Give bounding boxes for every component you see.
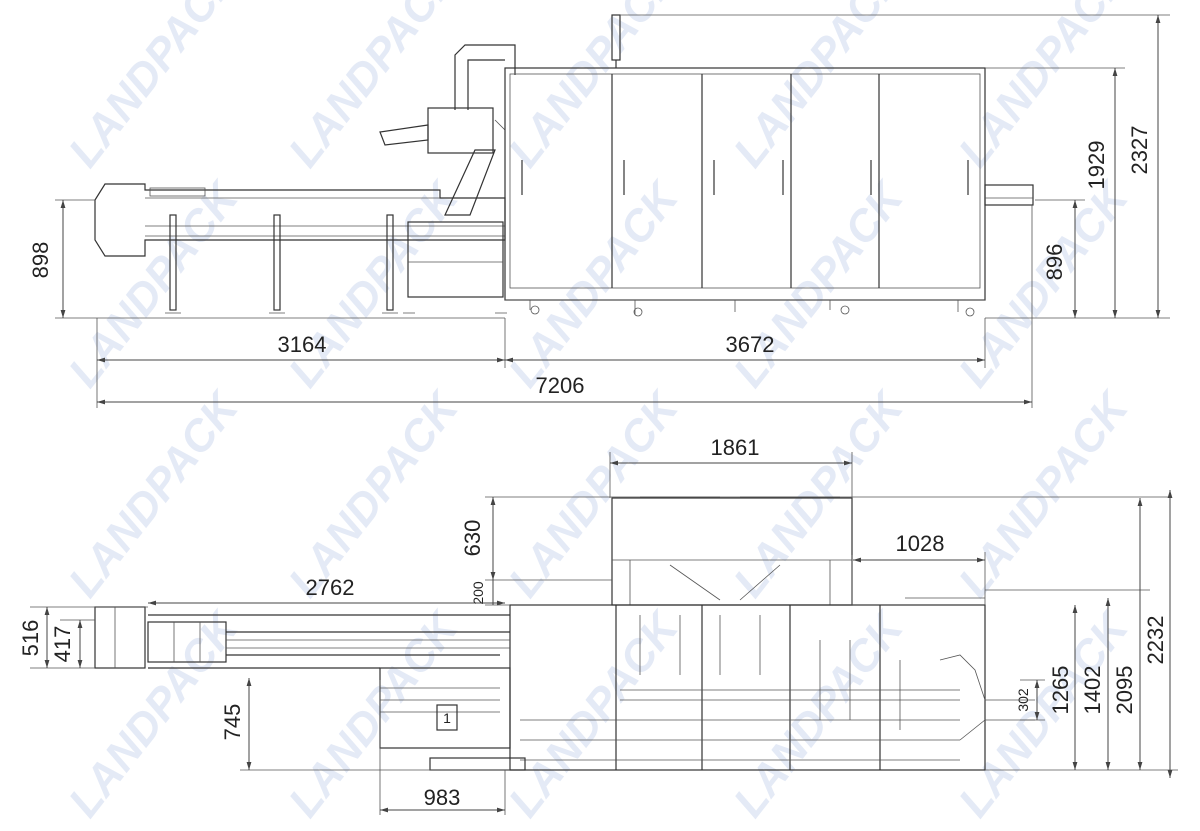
dimension-516: 516	[18, 607, 50, 668]
watermark: LANDPACK	[724, 381, 915, 606]
dimension-3672: 3672	[505, 332, 985, 363]
watermark: LANDPACK	[724, 0, 915, 176]
dimension-1929: 1929	[1084, 68, 1118, 318]
dimension-7206: 7206	[97, 373, 1032, 405]
dimension-label: 3164	[278, 332, 327, 357]
watermark: LANDPACK	[724, 601, 915, 826]
dimension-label: 417	[50, 626, 75, 663]
dimension-label: 200	[470, 581, 486, 605]
watermark: LANDPACK	[59, 0, 250, 176]
watermark: LANDPACK	[59, 171, 250, 396]
dimension-302: 302	[1015, 680, 1040, 720]
dimension-1028: 1028	[853, 531, 985, 563]
outfeed-conveyor	[984, 184, 1034, 206]
watermark: LANDPACK	[279, 381, 470, 606]
dimension-label: 302	[1015, 688, 1031, 712]
dimension-label: 3672	[726, 332, 775, 357]
watermark: LANDPACK	[59, 381, 250, 606]
dimension-745: 745	[220, 678, 252, 770]
dimension-label: 983	[424, 785, 461, 810]
watermark: LANDPACK	[499, 171, 690, 396]
watermark: LANDPACK	[279, 0, 470, 176]
dimension-200: 200	[470, 580, 494, 605]
dimension-1265: 1265	[1048, 605, 1078, 770]
watermark: LANDPACK	[499, 0, 690, 176]
dimension-1861: 1861	[610, 435, 852, 466]
dimension-label: 1929	[1084, 141, 1109, 190]
watermark-layer: LANDPACK LANDPACK LANDPACK LANDPACK LAND…	[59, 0, 1140, 826]
light-tower	[611, 14, 621, 68]
watermark: LANDPACK	[499, 381, 690, 606]
dimension-label: 745	[220, 704, 245, 741]
dimension-896: 896	[1042, 200, 1078, 318]
infeed-conveyor-plan: 1	[94, 606, 526, 771]
dimension-label: 2095	[1112, 666, 1137, 715]
watermark: LANDPACK	[724, 171, 915, 396]
dimension-label: 1265	[1048, 666, 1073, 715]
dimension-983: 983	[380, 785, 505, 813]
dimension-label: 1402	[1080, 666, 1105, 715]
dimension-630: 630	[460, 497, 496, 580]
dimension-2327: 2327	[1127, 15, 1161, 318]
watermark: LANDPACK	[279, 171, 470, 396]
dimension-label: 7206	[536, 373, 585, 398]
watermark: LANDPACK	[949, 381, 1140, 606]
feeder-head	[379, 44, 516, 216]
dimension-label: 898	[28, 242, 53, 279]
dimension-2095: 2095	[1112, 498, 1143, 770]
watermark: LANDPACK	[949, 0, 1140, 176]
station-label: 1	[443, 710, 451, 726]
dimension-label: 2762	[306, 575, 355, 600]
dimension-3164: 3164	[97, 332, 505, 363]
dimension-label: 1028	[896, 531, 945, 556]
dimension-label: 516	[18, 620, 43, 657]
watermark: LANDPACK	[949, 171, 1140, 396]
elevation-view: 898 3164 3672 7206 896 1929 2327	[28, 14, 1170, 408]
infeed-conveyor	[94, 183, 507, 314]
dimension-label: 896	[1042, 244, 1067, 281]
dimension-label: 630	[460, 520, 485, 557]
watermark: LANDPACK	[499, 601, 690, 826]
dimension-label: 2232	[1143, 616, 1168, 665]
dimension-2232: 2232	[1143, 490, 1173, 778]
main-cabinet	[504, 67, 986, 317]
dimension-2762: 2762	[148, 575, 505, 606]
dimension-label: 1861	[711, 435, 760, 460]
dimension-898: 898	[28, 200, 66, 318]
dimension-1402: 1402	[1080, 598, 1111, 770]
dimension-417: 417	[50, 620, 83, 668]
dimension-label: 2327	[1127, 126, 1152, 175]
plan-view: 1 1861 630 200 2762 1028 516	[18, 435, 1178, 815]
